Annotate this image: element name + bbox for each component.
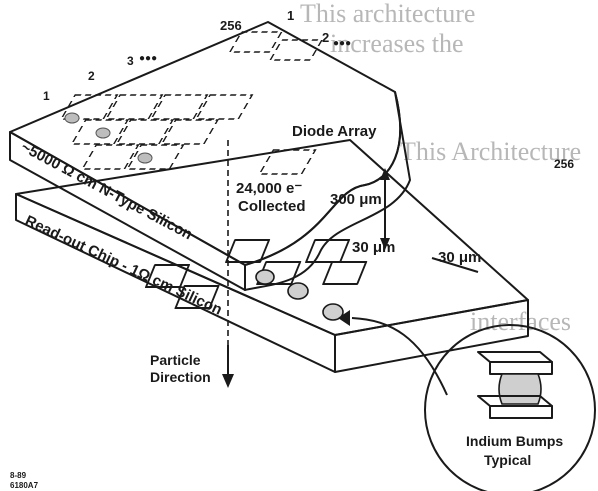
figure-code-1: 8-89: [10, 471, 27, 480]
col-1-label: 1: [287, 8, 294, 23]
hit-spot: [95, 127, 111, 139]
indium-bump: [255, 269, 275, 285]
readout-pad: [144, 264, 191, 288]
readout-chip-top: [15, 139, 529, 336]
indium-bump: [287, 282, 309, 300]
col-3-label: 3: [127, 54, 134, 68]
pixel-cell: [81, 144, 140, 170]
col-2-label: 2: [322, 30, 329, 45]
bg-text-line-2: increases the: [330, 29, 464, 58]
thickness-arrow-top: [380, 168, 390, 180]
charge-label: 24,000 e⁻: [236, 180, 302, 197]
readout-pad: [322, 261, 368, 285]
bg-text-line-4: interfaces: [470, 307, 571, 336]
callout-arrow-head: [338, 310, 350, 326]
pixel-cell: [195, 94, 254, 120]
hit-spots: [64, 112, 153, 164]
figure-code-2: 6180A7: [10, 481, 39, 490]
collected-label: Collected: [238, 198, 306, 215]
bump-top-plate-side: [489, 361, 553, 375]
pitch-line: [431, 257, 479, 273]
pitch-label-1: 30 μm: [352, 239, 395, 256]
hit-spot: [64, 112, 80, 124]
pitch-label-2: 30 μm: [438, 249, 481, 266]
thickness-arrow-bottom: [380, 238, 390, 250]
particle-track: Particle Direction: [150, 140, 234, 388]
particle-arrow-head: [222, 374, 234, 388]
bump-top-plate: [477, 351, 553, 363]
bg-text-line-1: This architecture: [300, 0, 475, 28]
callout-arrow: [351, 317, 448, 396]
pixel-cell: [70, 119, 129, 145]
diode-pixel-grid: [60, 31, 324, 175]
pixel-cell-hit: [258, 149, 317, 175]
diode-array-label: Diode Array: [292, 123, 377, 140]
typical-label: Typical: [484, 452, 531, 468]
diode-array-cut-edge: [244, 91, 411, 291]
thickness-label: 300 μm: [330, 191, 382, 208]
readout-pad: [305, 239, 351, 263]
num-256-top: 256: [220, 18, 242, 33]
pixel-cell: [126, 144, 185, 170]
background-text: This architecture increases the This Arc…: [300, 0, 581, 336]
indium-bumps: [255, 269, 344, 321]
dimension-300um: 300 μm: [330, 168, 390, 250]
diode-array-top: [9, 21, 402, 266]
row-1-label: 1: [43, 89, 50, 103]
readout-pad: [174, 285, 220, 309]
row-2-label: 2: [88, 69, 95, 83]
pixel-cell: [160, 119, 219, 145]
num-256-right: 256: [554, 157, 574, 171]
dimension-pitch: 30 μm 30 μm: [352, 239, 481, 273]
pixel-cell: [60, 94, 119, 120]
pixel-cell: [269, 39, 324, 61]
indium-bump-magnifier: [424, 324, 596, 491]
direction-label: Direction: [150, 369, 211, 385]
pixel-cell: [150, 94, 209, 120]
indium-bumps-label: Indium Bumps: [466, 433, 563, 449]
bump-bottom-plate-side: [489, 405, 553, 419]
pixel-cell: [115, 119, 174, 145]
pixel-cell: [105, 94, 164, 120]
col-3-dots: ●●●: [139, 53, 157, 64]
hit-spot: [137, 152, 153, 164]
indium-bump-callout: Indium Bumps Typical: [338, 310, 596, 491]
bg-text-line-3: This Architecture: [400, 137, 581, 166]
particle-label: Particle: [150, 352, 201, 368]
readout-chip-side-face: [334, 299, 529, 373]
indium-bump: [322, 303, 344, 321]
col-2-dots: ●●●: [333, 38, 351, 49]
pixel-cell: [228, 31, 283, 53]
bump-body: [498, 373, 542, 405]
readout-pad: [225, 239, 271, 263]
